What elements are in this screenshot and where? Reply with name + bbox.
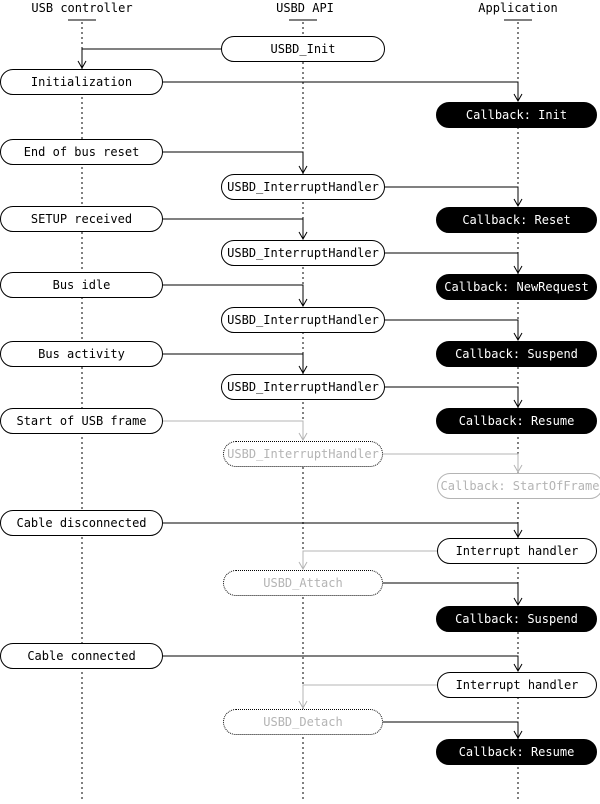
- event-start-of-usb-frame: Start of USB frame: [0, 408, 163, 434]
- app-interrupt-handler-2: Interrupt handler: [437, 672, 597, 698]
- connector-11: [383, 453, 519, 472]
- connector-13: [302, 550, 437, 569]
- api-interrupt-handler-4: USBD_InterruptHandler: [221, 374, 385, 400]
- event-cable-disconnected: Cable disconnected: [0, 510, 163, 536]
- callback-suspend-1: Callback: Suspend: [436, 341, 597, 367]
- connector-4: [163, 218, 304, 239]
- event-bus-activity: Bus activity: [0, 341, 163, 367]
- arrowhead-down-icon: [513, 198, 523, 208]
- arrowhead-down-icon: [298, 165, 308, 175]
- api-interrupt-handler-5-inactive: USBD_InterruptHandler: [223, 441, 383, 467]
- column-header-application: Application: [478, 1, 558, 15]
- arrowhead-down-icon: [77, 60, 87, 70]
- callback-init: Callback: Init: [436, 102, 597, 128]
- arrowhead-down-icon: [298, 365, 308, 375]
- arrowhead-down-icon: [513, 464, 523, 474]
- arrowhead-down-icon: [298, 298, 308, 308]
- arrowhead-down-icon: [513, 93, 523, 103]
- connector-7: [385, 319, 519, 340]
- callback-startofframe-inactive: Callback: StartOfFrame: [437, 473, 600, 499]
- api-interrupt-handler-1: USBD_InterruptHandler: [221, 174, 385, 200]
- callback-resume-1: Callback: Resume: [436, 408, 597, 434]
- api-usbd-detach-inactive: USBD_Detach: [223, 709, 383, 735]
- arrowhead-down-icon: [513, 529, 523, 539]
- event-setup-received: SETUP received: [0, 206, 163, 232]
- event-bus-idle: Bus idle: [0, 272, 163, 298]
- connector-15: [163, 655, 519, 671]
- column-header-usb-controller: USB controller: [31, 1, 133, 15]
- event-cable-connected: Cable connected: [0, 643, 163, 669]
- callback-newrequest: Callback: NewRequest: [436, 274, 597, 300]
- connector-9: [385, 386, 519, 407]
- app-interrupt-handler-1: Interrupt handler: [437, 538, 597, 564]
- callback-resume-2: Callback: Resume: [436, 739, 597, 765]
- connector-5: [385, 252, 519, 273]
- api-usbd-init: USBD_Init: [221, 36, 385, 62]
- arrowhead-down-icon: [298, 561, 308, 571]
- arrowhead-down-icon: [298, 231, 308, 241]
- api-interrupt-handler-2: USBD_InterruptHandler: [221, 240, 385, 266]
- arrowhead-down-icon: [298, 432, 308, 442]
- connector-8: [163, 353, 304, 373]
- arrowhead-down-icon: [513, 399, 523, 409]
- connector-10: [163, 420, 304, 440]
- arrowhead-down-icon: [513, 332, 523, 342]
- arrowhead-down-icon: [298, 700, 308, 710]
- connector-12: [163, 522, 519, 537]
- arrowhead-down-icon: [513, 597, 523, 607]
- callback-reset: Callback: Reset: [436, 207, 597, 233]
- event-initialization: Initialization: [0, 69, 163, 95]
- column-header-usbd-api: USBD API: [276, 1, 334, 15]
- arrowhead-down-icon: [513, 265, 523, 275]
- arrowhead-down-icon: [513, 663, 523, 673]
- event-end-of-bus-reset: End of bus reset: [0, 139, 163, 165]
- connector-17: [383, 721, 519, 738]
- api-usbd-attach-inactive: USBD_Attach: [223, 570, 383, 596]
- connector-14: [383, 582, 519, 605]
- api-interrupt-handler-3: USBD_InterruptHandler: [221, 307, 385, 333]
- connector-6: [163, 284, 304, 306]
- connector-2: [163, 151, 304, 173]
- connector-3: [385, 186, 519, 206]
- callback-suspend-2: Callback: Suspend: [436, 606, 597, 632]
- arrowhead-down-icon: [513, 730, 523, 740]
- connector-16: [302, 684, 437, 708]
- connector-1: [163, 81, 519, 101]
- connector-0: [81, 48, 221, 68]
